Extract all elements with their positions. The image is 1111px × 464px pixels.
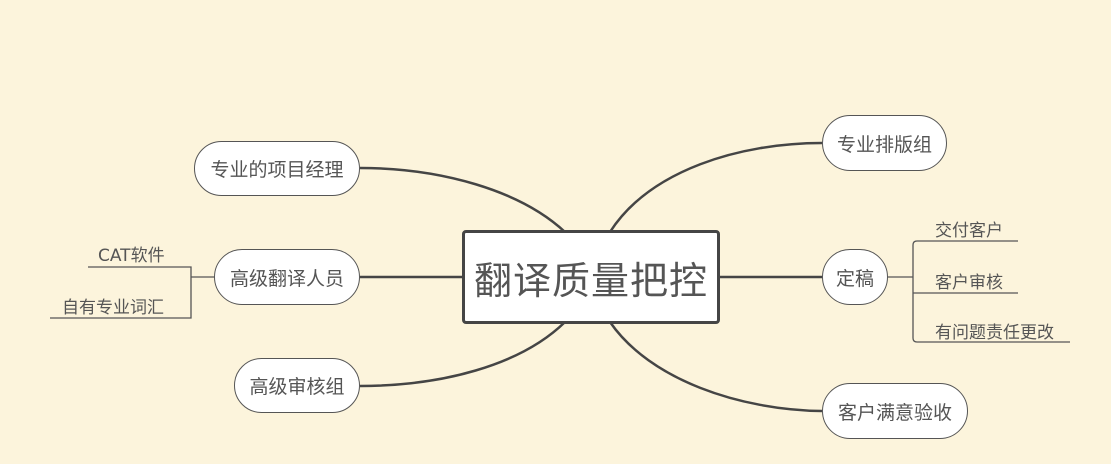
leaf-cat-software-label: CAT软件: [98, 246, 165, 266]
node-project-manager[interactable]: 专业的项目经理: [194, 141, 360, 196]
leaf-own-terminology-label: 自有专业词汇: [62, 298, 164, 318]
leaf-deliver-to-client-label: 交付客户: [935, 221, 1003, 241]
leaf-deliver-to-client[interactable]: 交付客户: [935, 216, 1003, 241]
node-customer-acceptance[interactable]: 客户满意验收: [822, 383, 968, 439]
node-final-draft[interactable]: 定稿: [822, 249, 888, 305]
node-senior-translators[interactable]: 高级翻译人员: [214, 249, 360, 305]
root-node[interactable]: 翻译质量把控: [462, 230, 720, 324]
leaf-client-review[interactable]: 客户审核: [935, 268, 1003, 293]
node-final-draft-label: 定稿: [835, 267, 874, 290]
node-senior-review-team[interactable]: 高级审核组: [234, 358, 360, 413]
link-root-layout: [608, 141, 823, 233]
node-customer-acceptance-label: 客户满意验收: [837, 401, 952, 424]
leaf-own-terminology[interactable]: 自有专业词汇: [62, 293, 164, 318]
leaf-responsible-revision-label: 有问题责任更改: [935, 323, 1054, 343]
leaf-client-review-label: 客户审核: [935, 273, 1003, 293]
link-root-acceptance: [608, 321, 823, 413]
node-project-manager-label: 专业的项目经理: [210, 159, 344, 181]
link-final-leaves: [888, 240, 1070, 343]
node-layout-team[interactable]: 专业排版组: [822, 115, 947, 171]
link-translators-leaves: [50, 266, 214, 319]
node-layout-team-label: 专业排版组: [836, 133, 932, 156]
link-root-pm: [359, 166, 566, 233]
root-label: 翻译质量把控: [473, 258, 708, 303]
node-senior-translators-label: 高级翻译人员: [229, 267, 344, 290]
leaf-cat-software[interactable]: CAT软件: [98, 241, 165, 266]
leaf-responsible-revision[interactable]: 有问题责任更改: [935, 318, 1054, 343]
node-senior-review-team-label: 高级审核组: [249, 376, 345, 398]
link-root-review: [359, 321, 566, 388]
